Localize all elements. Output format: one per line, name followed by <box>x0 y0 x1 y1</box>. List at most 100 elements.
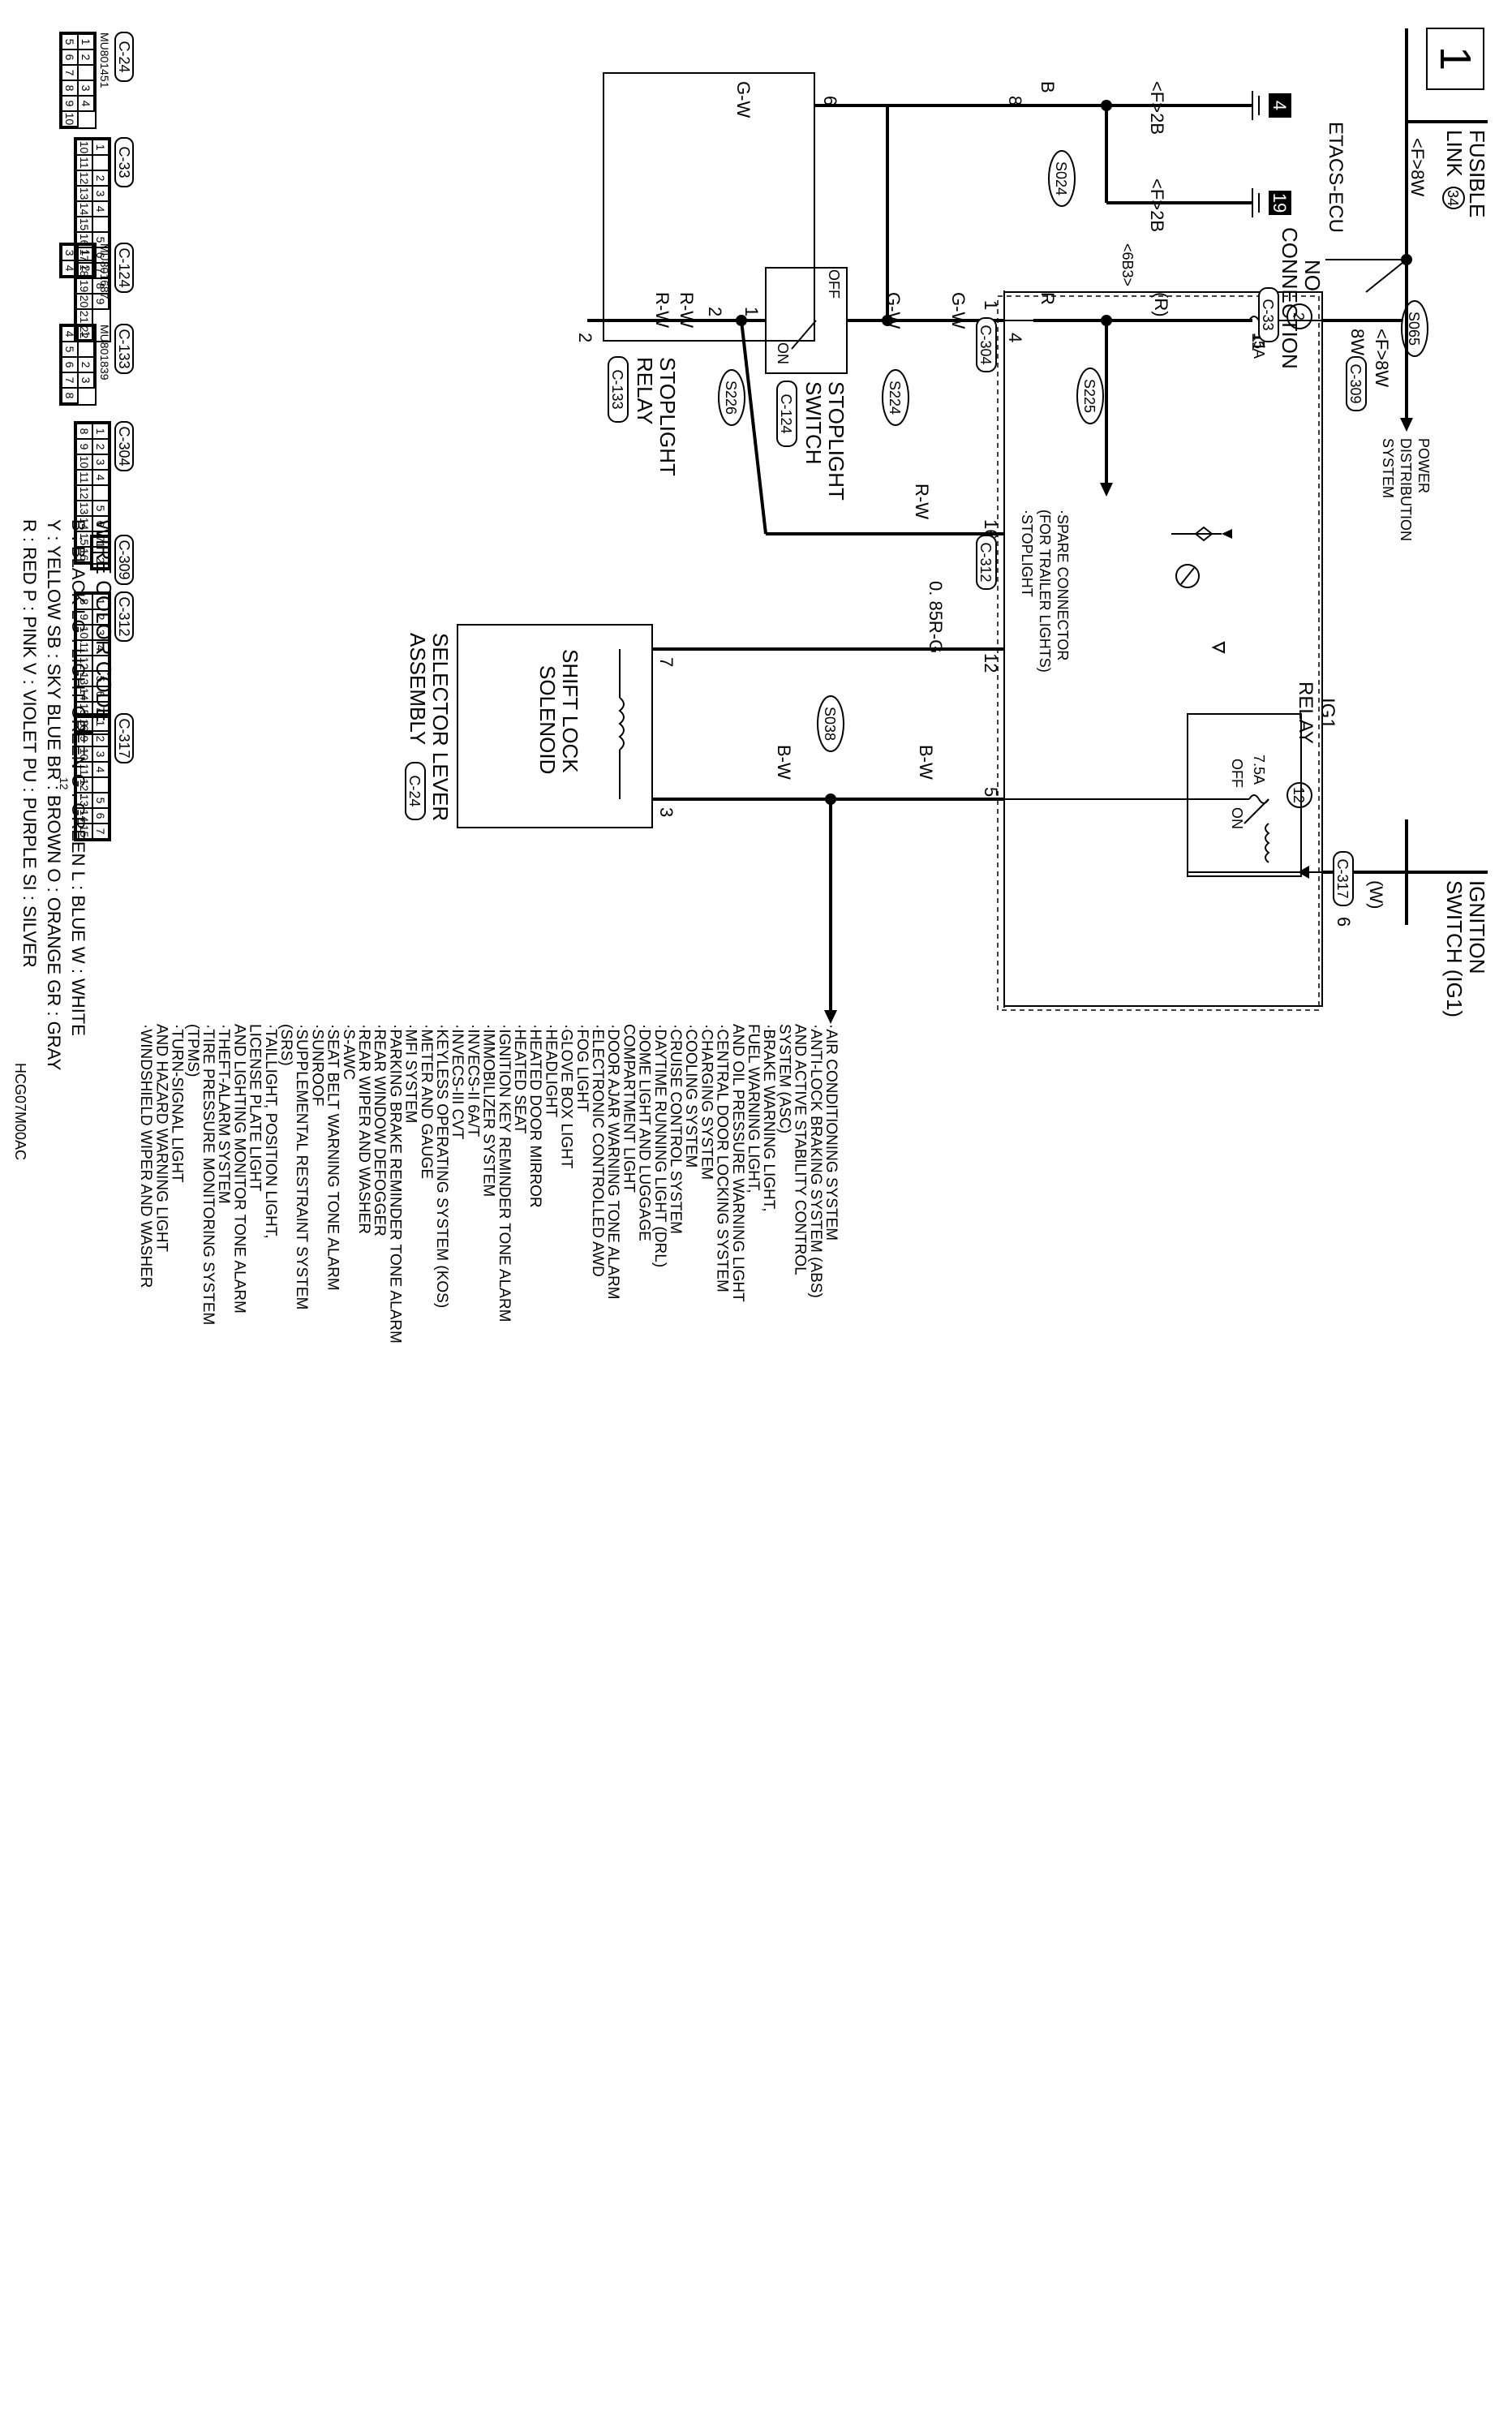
system-item: (SRS) <box>277 1024 294 1066</box>
system-item: ·CHARGING SYSTEM <box>698 1024 715 1180</box>
connector-pin: 6 <box>94 813 107 819</box>
svg-text:RELAY: RELAY <box>1295 682 1317 744</box>
connector-pin: 19 <box>78 280 91 293</box>
system-item: ·ANTI-LOCK BRAKING SYSTEM (ABS) <box>807 1024 824 1298</box>
connector-pin: 3 <box>79 377 92 384</box>
connector-pin: 13 <box>78 794 91 807</box>
ig1-relay: IG1 RELAY OFF ON <box>1187 682 1338 879</box>
connector-pin: 18 <box>78 264 91 277</box>
connector-pin: 11 <box>78 763 91 776</box>
splice-s224: S224 <box>882 369 909 426</box>
connector-pin: 16 <box>78 548 91 561</box>
system-item: ·S-AWC <box>340 1024 357 1080</box>
svg-text:1: 1 <box>741 307 762 316</box>
part-number: MU801839 <box>98 325 111 381</box>
connector-pin: 3 <box>94 630 107 636</box>
spare-connector-label: ·SPARE CONNECTOR (FOR TRAILER LIGHTS) ·S… <box>1019 510 1071 673</box>
svg-text:6: 6 <box>820 96 840 105</box>
connector-pin: 8 <box>78 720 91 727</box>
connector-pin: 7 <box>94 268 107 274</box>
system-item: SYSTEM (ASC) <box>775 1024 793 1133</box>
connector-pin: 12 <box>78 657 91 670</box>
stoplight-switch: OFF ON STOPLIGHT SWITCH C-124 1 2 <box>705 267 887 501</box>
connector-pin: 12 <box>58 777 71 790</box>
wire-f8w-a: <F>8W <box>1407 138 1428 196</box>
wire-w-ign: (W) <box>1366 880 1386 909</box>
etacs-ecu-label: ETACS-ECU <box>1325 122 1347 233</box>
system-item: ·DOOR AJAR WARNING TONE ALARM <box>604 1024 621 1300</box>
pin-1-ecu: 1 <box>981 300 1001 310</box>
svg-text:Y : YELLOW SB : SKY BLUE B: Y : YELLOW SB : SKY BLUE BR : BROWN O : … <box>44 519 64 1071</box>
connector-face-label: C-304 <box>116 426 132 466</box>
connector-face-label: C-309 <box>116 540 132 579</box>
fusible-link-label-2: LINK <box>1442 130 1467 177</box>
wire-color-code: WIRE COLOR CODE B : BLACK LG : LIGHT GRE… <box>19 519 116 1071</box>
system-item: ·HEATED DOOR MIRROR <box>526 1024 543 1208</box>
connector-pin: 11 <box>78 471 91 484</box>
connector-face-label: C-24 <box>116 41 132 72</box>
connector-c317-tag: C-317 <box>1333 851 1354 906</box>
part-number: MU801451 <box>98 32 111 88</box>
svg-text:OFF: OFF <box>1229 759 1245 788</box>
svg-text:SYSTEM: SYSTEM <box>1380 438 1396 498</box>
connector-pin: 10 <box>78 748 91 761</box>
svg-text:C-317: C-317 <box>1334 858 1351 898</box>
ground-4: 4 <box>1252 91 1291 120</box>
system-item: ·INVECS-II 6A/T <box>464 1024 481 1137</box>
connector-face-label: C-312 <box>116 596 132 636</box>
wire-rw-1: R-W <box>677 292 697 328</box>
connector-pin: 4 <box>94 475 107 481</box>
connector-c304-tag: C-304 <box>976 317 997 372</box>
svg-text:S024: S024 <box>1053 161 1069 196</box>
system-item: ·THEFT-ALARM SYSTEM <box>215 1024 232 1204</box>
connector-face-label: C-33 <box>116 146 132 178</box>
svg-text:C-124: C-124 <box>778 393 794 433</box>
connector-pin: 5 <box>94 505 107 512</box>
connector-pin: 10 <box>78 141 91 154</box>
system-item: ·BRAKE WARNING LIGHT, <box>760 1024 777 1212</box>
svg-text:C-312: C-312 <box>977 542 994 582</box>
svg-text:4: 4 <box>1005 333 1025 342</box>
splice-s038: S038 <box>817 695 844 752</box>
svg-text:S225: S225 <box>1081 379 1097 413</box>
wire-f2b-a: <F>2B <box>1147 81 1167 135</box>
connector-face-label: C-317 <box>116 718 132 758</box>
pin-6-ign: 6 <box>1334 917 1354 927</box>
system-item: ·TURN-SIGNAL LIGHT <box>169 1024 186 1183</box>
connector-pin: 15 <box>78 218 91 231</box>
connector-pin: 17 <box>78 249 91 262</box>
connector-pin: 9 <box>94 299 107 305</box>
connector-pin: 2 <box>94 175 107 182</box>
connector-pin: 11 <box>78 642 91 654</box>
system-item: ·TAILLIGHT, POSITION LIGHT, <box>262 1024 279 1239</box>
part-number: MU801687 <box>98 243 111 299</box>
system-item: ·REAR WINDOW DEFOGGER <box>371 1024 388 1236</box>
fusible-link: FUSIBLE LINK 34 <box>1407 120 1489 217</box>
connector-pin: 12 <box>78 779 91 792</box>
svg-text:C-33: C-33 <box>1260 299 1276 330</box>
system-item: FUEL WARNING LIGHT, <box>745 1024 762 1193</box>
svg-text:CONNECTION: CONNECTION <box>1278 227 1302 369</box>
connector-pin: 14 <box>78 518 91 531</box>
fusible-link-number: 34 <box>1445 190 1461 206</box>
connector-pin: 6 <box>63 362 76 368</box>
connector-pin: 5 <box>94 676 107 682</box>
system-item: ·SEAT BELT WARNING TONE ALARM <box>324 1024 341 1291</box>
splice-s225: S225 <box>1076 368 1104 424</box>
connector-pin: 6 <box>63 54 76 61</box>
svg-text:3: 3 <box>656 807 677 817</box>
selector-lever-assembly: SHIFT LOCK SOLENOID SELECTOR LEVER ASSEM… <box>405 624 677 828</box>
connector-pin: 1 <box>94 542 107 548</box>
connector-pin: 11 <box>78 157 91 169</box>
connector-pin: 5 <box>94 237 107 243</box>
system-item: ·PARKING BRAKE REMINDER TONE ALARM <box>386 1024 403 1344</box>
system-item: ·KEYLESS OPERATING SYSTEM (KOS) <box>433 1024 450 1308</box>
connector-pin: 9 <box>78 736 91 742</box>
system-item: ·DOME LIGHT AND LUGGAGE <box>636 1024 653 1241</box>
connector-face-label: C-133 <box>116 329 132 368</box>
system-item: ·HEATED SEAT <box>511 1024 528 1134</box>
svg-text:C-309: C-309 <box>1347 363 1364 403</box>
